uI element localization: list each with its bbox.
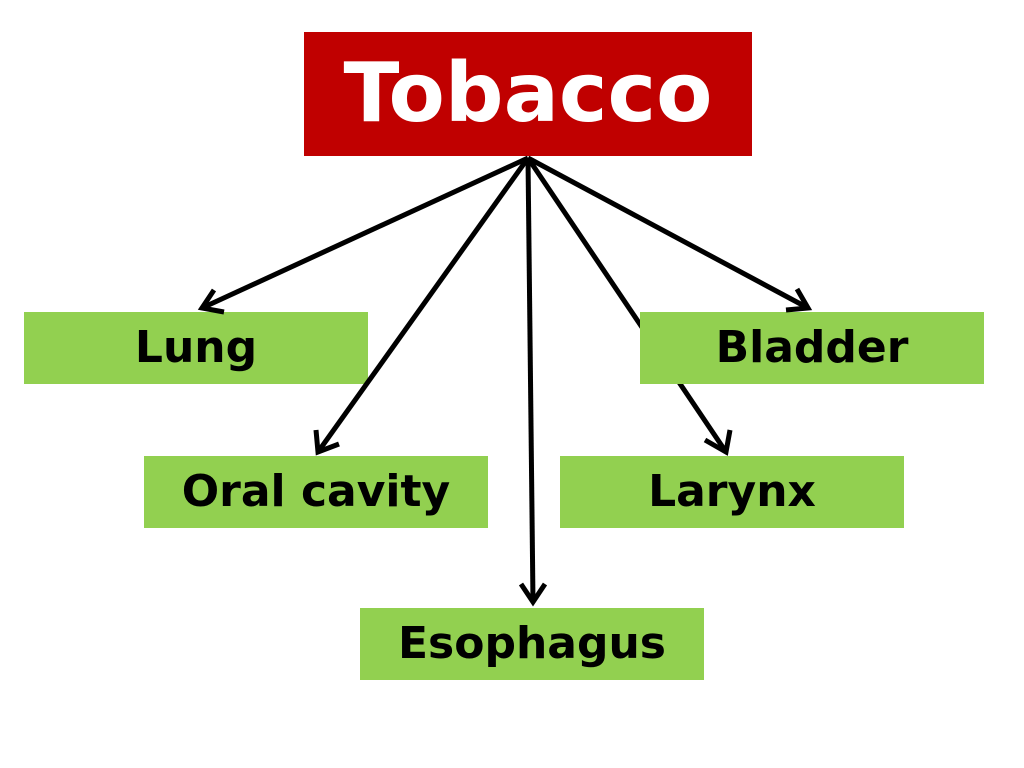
larynx-node: Larynx bbox=[560, 456, 904, 528]
arrow-to-lung bbox=[200, 155, 530, 311]
arrow-to-oral-cavity bbox=[315, 156, 531, 454]
larynx-label: Larynx bbox=[648, 466, 816, 517]
arrowhead-bladder bbox=[785, 287, 813, 313]
lung-node: Lung bbox=[24, 312, 368, 384]
tobacco-label: Tobacco bbox=[343, 46, 713, 141]
bladder-node: Bladder bbox=[640, 312, 984, 384]
esophagus-node: Esophagus bbox=[360, 608, 704, 680]
tobacco-node: Tobacco bbox=[304, 32, 752, 156]
arrow-to-esophagus bbox=[525, 157, 536, 603]
oral-cavity-label: Oral cavity bbox=[181, 466, 451, 517]
arrow-to-bladder bbox=[526, 155, 810, 311]
arrowhead-lung bbox=[197, 288, 225, 315]
arrowhead-esophagus bbox=[518, 582, 548, 607]
arrowhead-larynx bbox=[703, 429, 733, 456]
arrow-to-larynx bbox=[525, 156, 729, 454]
oral-cavity-node: Oral cavity bbox=[144, 456, 488, 528]
esophagus-label: Esophagus bbox=[398, 618, 666, 669]
arrowhead-oral-cavity bbox=[313, 429, 340, 456]
lung-label: Lung bbox=[134, 322, 258, 373]
bladder-label: Bladder bbox=[715, 322, 909, 373]
